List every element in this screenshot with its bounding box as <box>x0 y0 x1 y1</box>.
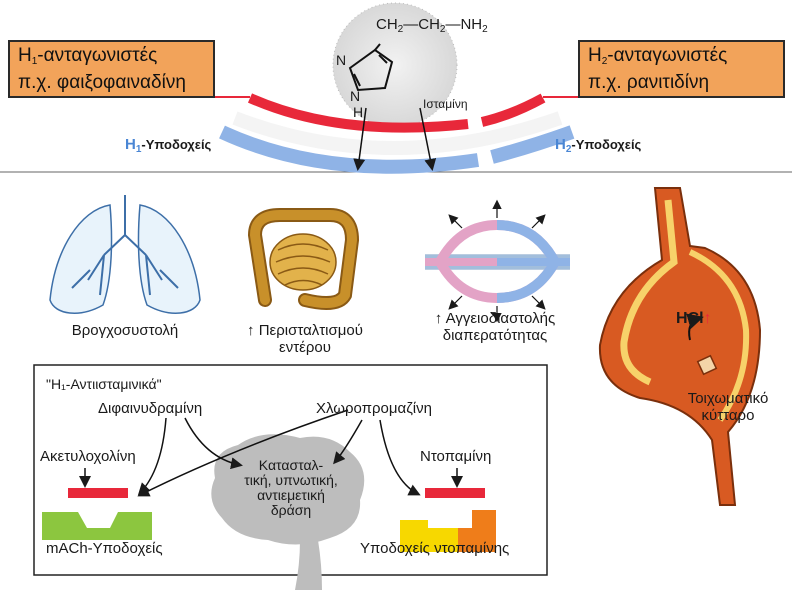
antihistamines-title: "H₁-Αντιισταμινικά" <box>46 376 162 392</box>
parietal-cell-label: Τοιχωματικό κύτταρο <box>687 390 769 424</box>
diphenhydramine-label: Διφαινυδραμίνη <box>98 400 203 417</box>
red-band-right <box>480 93 546 127</box>
brain-illustration <box>211 434 365 590</box>
ach-antagonist-bar <box>68 488 128 498</box>
sedative-effect-label: Κατασταλ- τική, υπνωτική, αντιεμετική δρ… <box>244 457 338 518</box>
histamine-formula: CH2—CH2—NH2 <box>376 16 488 35</box>
chlorpromazine-label: Χλωροπρομαζίνη <box>316 400 432 417</box>
chlorpro-to-brain-arrow <box>333 419 363 465</box>
acetylcholine-label: Ακετυλοχολίνη <box>40 448 136 465</box>
lungs-illustration <box>49 195 201 314</box>
intestine-illustration <box>247 208 360 311</box>
dopamine-antagonist-bar <box>425 488 485 498</box>
arrow-histamine-h1 <box>353 107 367 171</box>
h2-antagonists-box: H2-ανταγωνιστές π.χ. ρανιτιδίνη <box>578 40 785 98</box>
mach-receptor-shape <box>42 512 152 540</box>
blue-band-left <box>219 125 480 174</box>
mach-receptors-label: mACh-Υποδοχείς <box>46 540 163 557</box>
imidazole-ring <box>348 43 394 92</box>
vessels-label: ↑ Αγγειοδιαστολής διαπερατότητας <box>434 310 556 344</box>
stomach-illustration <box>598 187 762 506</box>
dopamine-receptor-orange <box>458 510 496 552</box>
chlorpro-to-dopamine-arrow <box>379 419 421 496</box>
ring-n-bottom: N <box>350 88 361 104</box>
h1-antagonists-box: H1-ανταγωνιστές π.χ. φαιξοφαιναδίνη <box>8 40 215 98</box>
red-band-left <box>247 93 469 133</box>
vessels-illustration <box>425 199 570 323</box>
dopamine-receptors-label: Υποδοχείς ντοπαμίνης <box>360 540 510 557</box>
diphen-to-brain-arrow <box>184 417 243 470</box>
h2-receptors-label: H2-Υποδοχείς <box>555 136 642 155</box>
dopamine-receptor-yellow <box>400 520 458 552</box>
histamine-label: Ισταμίνη <box>423 97 468 111</box>
dopamine-label: Ντοπαμίνη <box>420 448 492 465</box>
h1-receptors-label: H1-Υποδοχείς <box>125 136 212 155</box>
ring-h: H <box>353 104 364 120</box>
hcl-label: HCl↑ <box>676 310 712 327</box>
ring-n-top: N <box>336 52 347 68</box>
intestine-label: ↑ Περισταλτισμού εντέρου <box>247 322 363 356</box>
arrow-histamine-h2 <box>419 107 437 171</box>
chlorpro-to-ach-arrow <box>137 409 349 497</box>
histamine-molecule <box>332 2 458 128</box>
white-band <box>232 111 563 155</box>
lungs-label: Βρογχοσυστολή <box>71 322 179 339</box>
blue-band-right <box>490 125 575 164</box>
